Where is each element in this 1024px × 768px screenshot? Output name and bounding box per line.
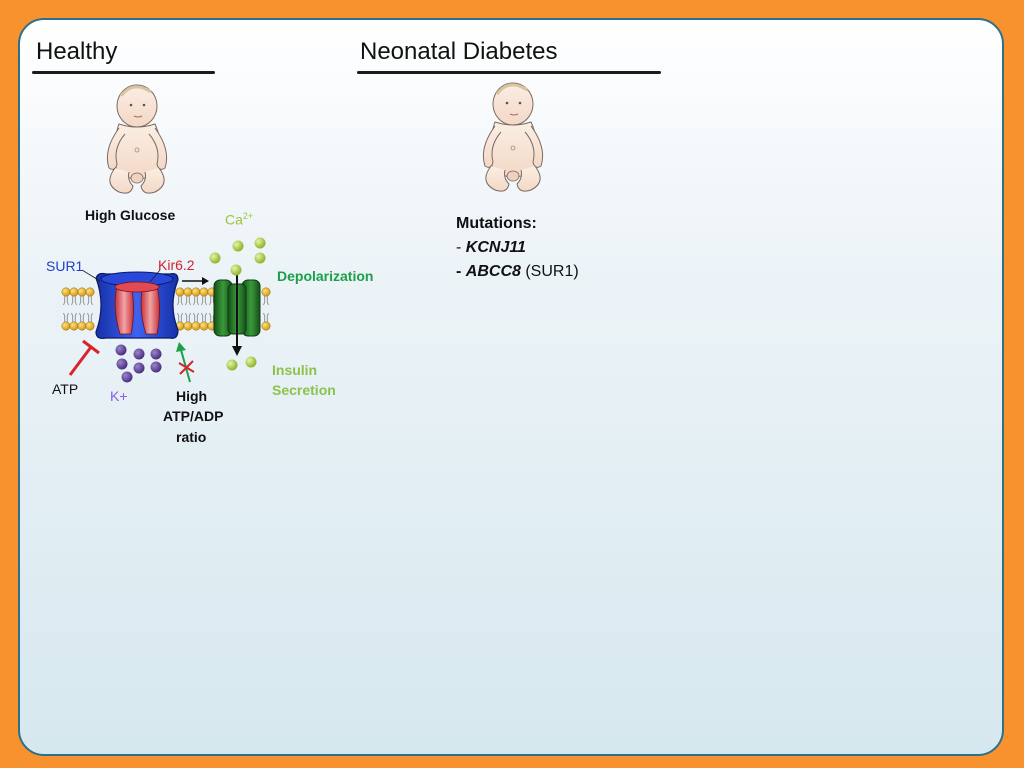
mutation-kcnj11-prefix: -	[456, 239, 466, 256]
katp-channel	[81, 269, 179, 339]
ratio-line2: ATP/ADP	[163, 408, 224, 424]
neonatal-diabetes-heading: Neonatal Diabetes	[360, 38, 558, 65]
insulin-secretion-line1: Insulin	[272, 362, 318, 378]
blocked-efflux-arrow	[176, 342, 195, 383]
healthy-underline	[32, 71, 215, 74]
atp-inhibition-mark	[68, 339, 100, 376]
mutation-kcnj11: - KCNJ11	[456, 239, 526, 257]
neonatal-underline	[357, 71, 661, 74]
insulin-secretion-line2: Secretion	[272, 382, 336, 398]
arrow-to-ca-channel	[182, 277, 209, 285]
neonatal-baby-illustration	[481, 81, 545, 193]
calcium-ions	[209, 237, 266, 371]
potassium-ions	[115, 344, 162, 383]
ratio-line3: ratio	[176, 429, 207, 445]
mutation-abcc8-prefix: -	[456, 263, 466, 280]
calcium-label: Ca2+	[225, 211, 253, 228]
mutations-heading: Mutations:	[456, 215, 537, 232]
mutation-abcc8: - ABCC8 (SUR1)	[456, 263, 579, 281]
sur1-label: SUR1	[46, 258, 84, 274]
healthy-baby-illustration	[105, 83, 169, 195]
mutation-kcnj11-gene: KCNJ11	[465, 239, 526, 256]
ratio-line1: High	[176, 388, 208, 404]
calcium-label-superscript: 2+	[242, 211, 254, 221]
atp-label: ATP	[52, 381, 79, 397]
healthy-heading: Healthy	[36, 38, 118, 65]
calcium-channel	[213, 272, 261, 356]
calcium-label-text: Ca	[225, 211, 243, 228]
high-glucose-label: High Glucose	[85, 207, 176, 223]
kir62-label: Kir6.2	[158, 257, 195, 273]
mutation-abcc8-gene: ABCC8	[465, 263, 521, 280]
potassium-label: K+	[110, 388, 128, 404]
mutation-abcc8-suffix: (SUR1)	[520, 263, 579, 280]
depolarization-label: Depolarization	[277, 268, 374, 284]
